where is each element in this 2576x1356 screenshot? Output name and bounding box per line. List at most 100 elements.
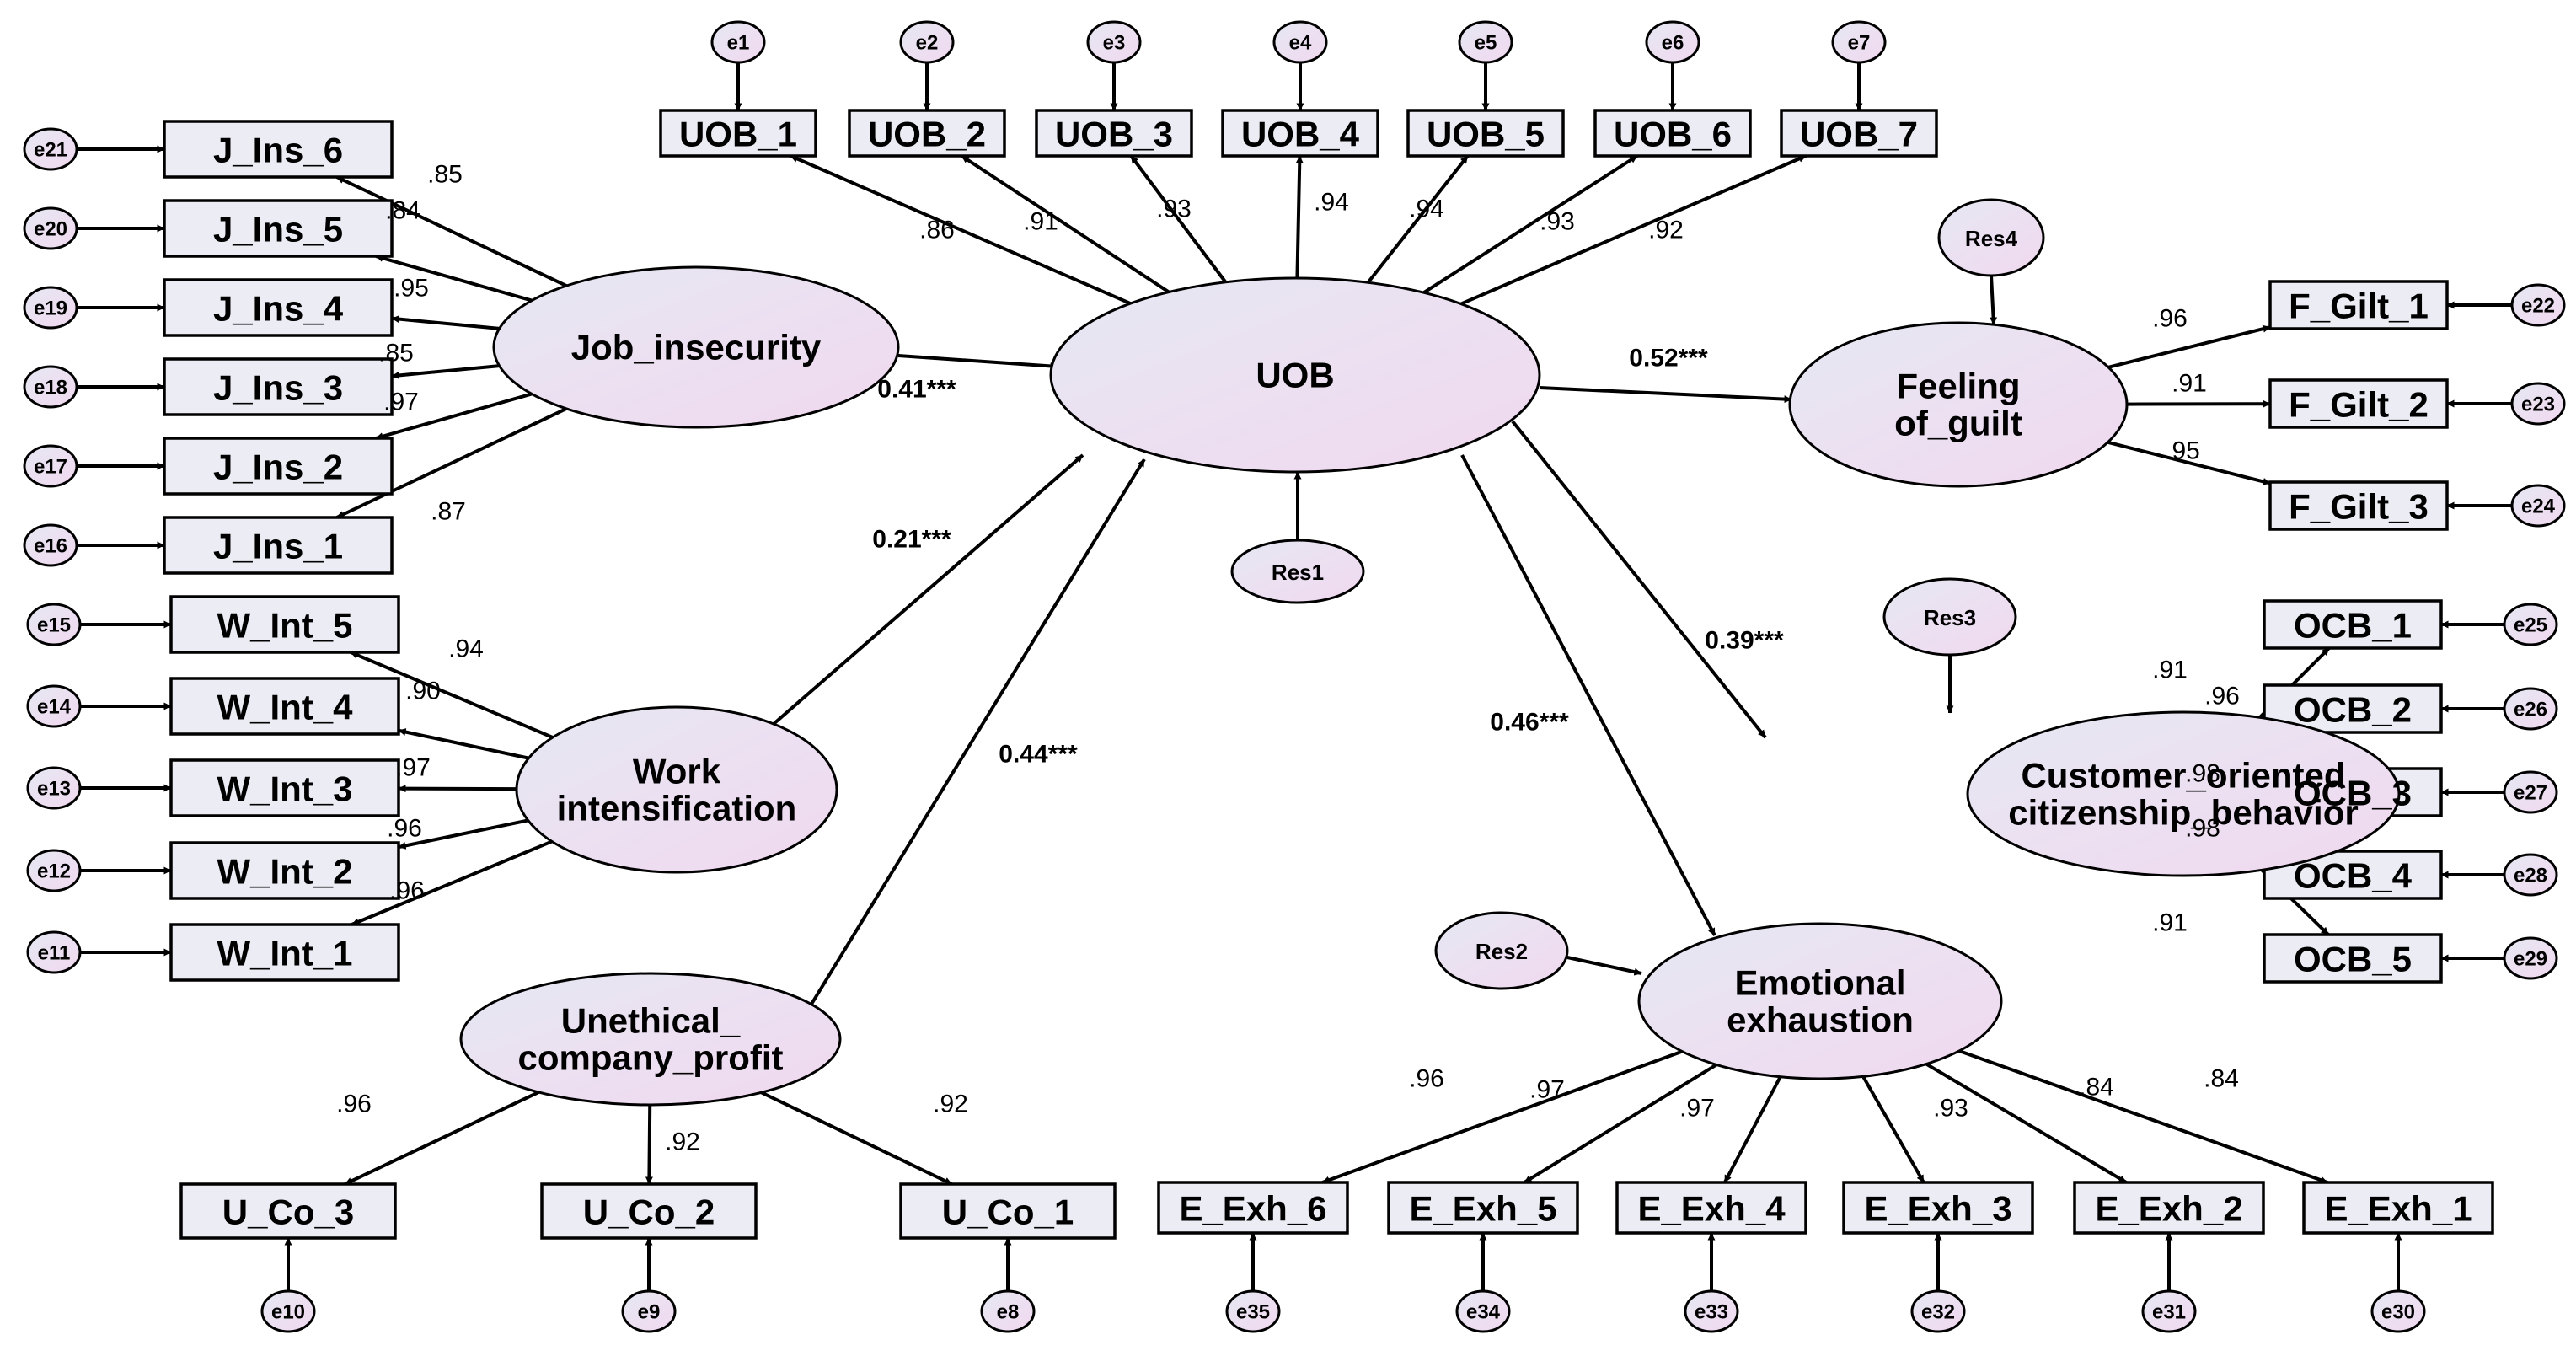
path-coef-work_intensification: 0.21*** bbox=[872, 526, 951, 554]
obs-F_Gilt_1-label: F_Gilt_1 bbox=[2289, 287, 2429, 326]
error-e18-label: e18 bbox=[34, 377, 67, 399]
error-e33-label: e33 bbox=[1695, 1301, 1728, 1324]
latent-emotional_exhaustion-label: Emotional bbox=[1734, 963, 1905, 1003]
obs-E_Exh_6-box bbox=[1157, 1181, 1349, 1235]
obs-J_Ins_1-box bbox=[163, 516, 394, 575]
loading-arrow-J_Ins_1 bbox=[335, 407, 567, 519]
obs-UOB_1-label: UOB_1 bbox=[679, 115, 797, 154]
obs-UOB_5-label: UOB_5 bbox=[1427, 115, 1545, 154]
res4-to-feeling-of-guilt bbox=[1990, 275, 1998, 325]
loading-arrow-J_Ins_2 bbox=[375, 392, 533, 440]
loading-arrow-W_Int_4 bbox=[398, 728, 529, 760]
loading-UOB_1: .86 bbox=[919, 217, 955, 244]
error-e30-label: e30 bbox=[2381, 1301, 2415, 1324]
loading-UOB_5: .94 bbox=[1409, 196, 1444, 223]
loading-U_Co_3: .96 bbox=[336, 1091, 372, 1118]
path-unethical_company_profit-to-uob bbox=[809, 458, 1146, 1007]
obs-F_Gilt_3-box bbox=[2268, 480, 2449, 531]
error-e18-node bbox=[23, 365, 78, 409]
error-e2-label: e2 bbox=[916, 32, 939, 55]
loading-UOB_6: .93 bbox=[1540, 208, 1575, 236]
loading-arrow-UOB_4 bbox=[1295, 155, 1304, 279]
error-e6-node bbox=[1645, 20, 1700, 64]
error-e5-node bbox=[1458, 20, 1513, 64]
error-e33-node bbox=[1684, 1289, 1739, 1333]
obs-OCB_5-box bbox=[2263, 933, 2443, 984]
obs-J_Ins_1-label: J_Ins_1 bbox=[213, 527, 343, 566]
obs-UOB_3-label: UOB_3 bbox=[1055, 115, 1173, 154]
error-e30-node bbox=[2370, 1289, 2426, 1333]
obs-UOB_7-box bbox=[1780, 109, 1938, 158]
loading-arrow-U_Co_2 bbox=[645, 1104, 653, 1185]
loading-W_Int_1: .96 bbox=[389, 877, 425, 905]
latent-job_insecurity-label: Job_insecurity bbox=[571, 328, 822, 367]
residual-res2-node bbox=[1434, 911, 1569, 990]
loading-E_Exh_6: .96 bbox=[1409, 1065, 1444, 1093]
error-e19-label: e19 bbox=[34, 297, 67, 320]
obs-UOB_2-label: UOB_2 bbox=[868, 115, 986, 154]
obs-F_Gilt_1-box bbox=[2268, 280, 2449, 330]
loading-U_Co_2: .92 bbox=[665, 1128, 700, 1156]
residual-res1-label: Res1 bbox=[1272, 560, 1324, 585]
loading-UOB_7: .92 bbox=[1648, 217, 1684, 244]
error-e34-node bbox=[1455, 1289, 1511, 1333]
loading-J_Ins_2: .97 bbox=[383, 389, 419, 416]
error-e32-label: e32 bbox=[1921, 1301, 1955, 1324]
loading-arrow-U_Co_1 bbox=[760, 1091, 953, 1186]
loading-UOB_2: .91 bbox=[1023, 208, 1058, 236]
error-e35-label: e35 bbox=[1236, 1301, 1270, 1324]
error-e22-label: e22 bbox=[2521, 295, 2555, 318]
path-coef-job_insecurity: 0.41*** bbox=[877, 376, 956, 404]
obs-E_Exh_5-label: E_Exh_5 bbox=[1409, 1189, 1556, 1229]
loading-arrow-UOB_6 bbox=[1422, 154, 1638, 294]
error-e8-node bbox=[980, 1289, 1036, 1333]
obs-W_Int_5-box bbox=[169, 595, 400, 654]
error-e8-label: e8 bbox=[997, 1301, 1020, 1324]
error-e22-node bbox=[2510, 283, 2566, 327]
error-e9-node bbox=[621, 1289, 677, 1333]
obs-E_Exh_3-label: E_Exh_3 bbox=[1864, 1189, 2011, 1229]
loading-arrow-F_Gilt_1 bbox=[2107, 324, 2271, 369]
error-e1-label: e1 bbox=[727, 32, 750, 55]
loading-arrow-F_Gilt_3 bbox=[2107, 440, 2271, 485]
obs-E_Exh_6-label: E_Exh_6 bbox=[1179, 1189, 1326, 1229]
loading-E_Exh_4: .97 bbox=[1679, 1095, 1715, 1123]
obs-W_Int_3-label: W_Int_3 bbox=[217, 769, 352, 809]
error-e7-label: e7 bbox=[1848, 32, 1871, 55]
obs-UOB_5-box bbox=[1406, 109, 1565, 158]
obs-E_Exh_1-label: E_Exh_1 bbox=[2324, 1189, 2472, 1229]
error-e12-node bbox=[26, 849, 82, 892]
obs-OCB_3-label: OCB_3 bbox=[2294, 774, 2412, 813]
obs-W_Int_1-box bbox=[169, 923, 400, 982]
error-e14-label: e14 bbox=[37, 696, 72, 719]
loading-arrow-J_Ins_3 bbox=[391, 364, 500, 379]
obs-J_Ins_5-box bbox=[163, 199, 394, 258]
path-job_insecurity-to-uob bbox=[897, 354, 1058, 370]
obs-U_Co_2-box bbox=[540, 1182, 758, 1240]
obs-UOB_6-box bbox=[1593, 109, 1752, 158]
obs-E_Exh_2-label: E_Exh_2 bbox=[2095, 1189, 2242, 1229]
error-e20-label: e20 bbox=[34, 218, 67, 241]
loading-J_Ins_4: .95 bbox=[394, 275, 429, 303]
obs-J_Ins_2-label: J_Ins_2 bbox=[213, 448, 343, 487]
error-e13-label: e13 bbox=[37, 778, 71, 801]
error-e2-node bbox=[899, 20, 955, 64]
path-coef-feeling_of_guilt: 0.52*** bbox=[1629, 345, 1708, 372]
obs-OCB_1-box bbox=[2263, 599, 2443, 650]
obs-F_Gilt_2-label: F_Gilt_2 bbox=[2289, 385, 2429, 425]
obs-UOB_2-box bbox=[848, 109, 1006, 158]
obs-W_Int_2-box bbox=[169, 841, 400, 900]
obs-J_Ins_4-label: J_Ins_4 bbox=[213, 289, 344, 329]
obs-J_Ins_2-box bbox=[163, 437, 394, 496]
loading-arrow-UOB_1 bbox=[790, 154, 1132, 305]
obs-E_Exh_2-box bbox=[2073, 1181, 2265, 1235]
loading-arrow-UOB_7 bbox=[1460, 154, 1807, 306]
obs-W_Int_2-label: W_Int_2 bbox=[217, 852, 352, 892]
error-e10-label: e10 bbox=[271, 1301, 305, 1324]
obs-E_Exh_5-box bbox=[1387, 1181, 1579, 1235]
obs-UOB_7-label: UOB_7 bbox=[1800, 115, 1918, 154]
residual-res3-label: Res3 bbox=[1924, 605, 1976, 630]
error-e6-label: e6 bbox=[1662, 32, 1684, 55]
loading-arrow-W_Int_5 bbox=[350, 651, 554, 739]
